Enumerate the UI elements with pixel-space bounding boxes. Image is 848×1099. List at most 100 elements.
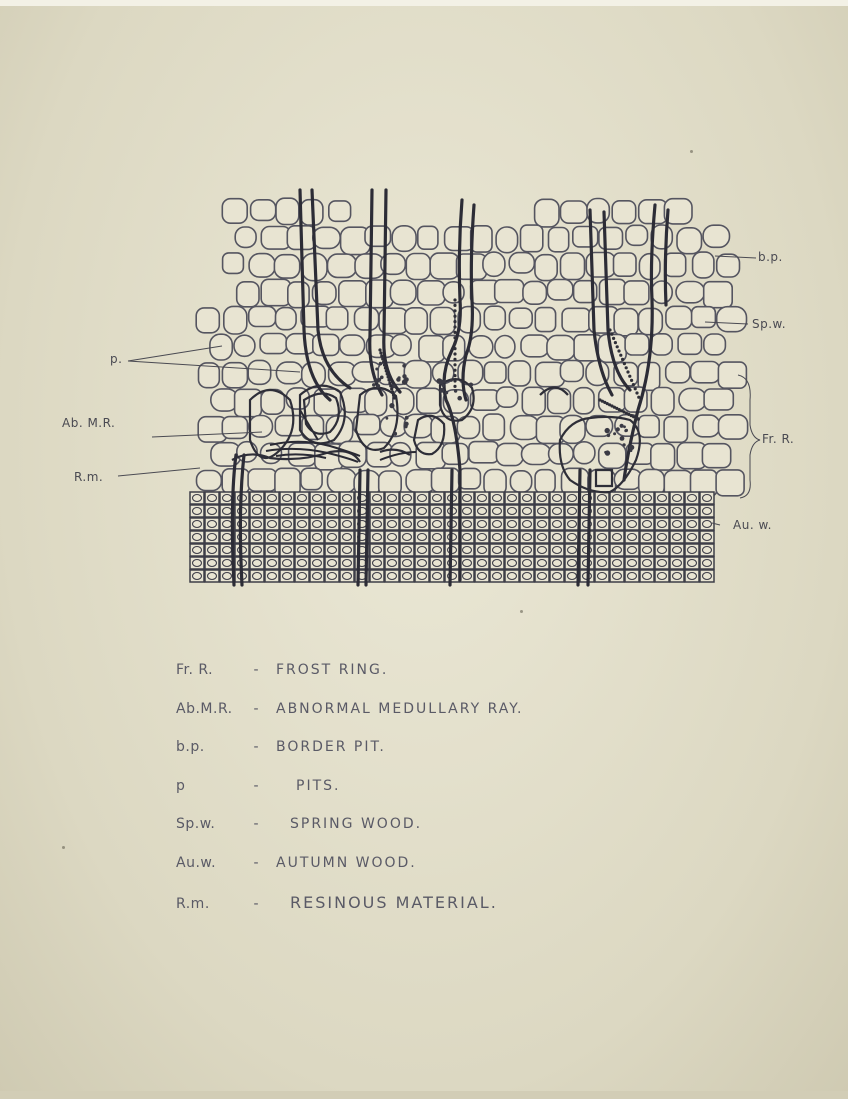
spring-wood-cell	[535, 255, 557, 281]
autumn-wood-cell	[535, 544, 549, 556]
pit-dot	[376, 384, 380, 388]
spring-wood-cell	[693, 415, 720, 437]
spring-wood-cell	[418, 226, 438, 249]
border-pit-bead	[393, 396, 396, 399]
autumn-wood-cell	[505, 570, 519, 582]
autumn-wood-cell	[295, 518, 309, 530]
autumn-wood-cell	[655, 505, 669, 517]
legend-dash: -	[236, 896, 276, 912]
legend-text: Spring Wood.	[290, 816, 422, 832]
autumn-wood-cell	[475, 544, 489, 556]
autumn-wood-cell	[655, 557, 669, 569]
autumn-wood-cell	[685, 570, 699, 582]
border-pit-bead	[453, 374, 456, 377]
autumn-wood-cell	[685, 518, 699, 530]
spring-wood-cell	[702, 444, 730, 468]
spring-wood-cell	[600, 279, 626, 304]
autumn-wood-cell	[610, 531, 624, 543]
autumn-wood-cell	[595, 531, 609, 543]
pit-dot	[469, 383, 473, 387]
autumn-wood-cell	[700, 531, 714, 543]
autumn-wood-cell	[340, 531, 354, 543]
spring-wood-cell	[717, 254, 740, 277]
autumn-wood-cell	[250, 544, 264, 556]
autumn-wood-cell	[535, 557, 549, 569]
spring-wood-cell	[432, 468, 460, 492]
spring-wood-cell	[625, 334, 649, 355]
spring-wood-cell	[651, 281, 672, 303]
autumn-wood-cell	[520, 518, 534, 530]
autumn-wood-cell	[445, 570, 459, 582]
pit-dot	[386, 417, 389, 420]
autumn-wood-cell	[205, 492, 219, 504]
autumn-wood-cell	[505, 557, 519, 569]
border-pit-bead	[387, 378, 390, 381]
autumn-wood-cell	[325, 544, 339, 556]
autumn-wood-cell	[580, 518, 594, 530]
autumn-wood-cell	[325, 557, 339, 569]
autumn-wood-cell	[190, 557, 204, 569]
autumn-wood-cell	[520, 505, 534, 517]
autumn-wood-cell	[400, 492, 414, 504]
autumn-wood-cell	[565, 544, 579, 556]
autumn-wood-cell	[490, 492, 504, 504]
spring-wood-cell	[248, 469, 276, 491]
spring-wood-cell	[237, 282, 259, 307]
spring-wood-cell	[639, 416, 660, 438]
spring-wood-cell	[651, 444, 675, 470]
spring-wood-cell	[626, 225, 648, 245]
spring-wood-cell	[419, 336, 445, 362]
autumn-wood-cell	[670, 570, 684, 582]
autumn-wood-cell	[310, 531, 324, 543]
legend-abbr: p	[176, 778, 236, 794]
border-pit-bead	[453, 320, 456, 323]
autumn-wood-cell	[520, 544, 534, 556]
autumn-wood-cell	[385, 492, 399, 504]
border-pit-bead	[379, 351, 382, 354]
legend-abbr: b.p.	[176, 739, 236, 755]
spring-wood-cell	[222, 199, 247, 224]
autumn-wood-cell	[475, 505, 489, 517]
autumn-wood-cell	[340, 505, 354, 517]
autumn-wood-cell	[400, 570, 414, 582]
autumn-wood-cell	[625, 570, 639, 582]
spring-wood-cell	[392, 226, 416, 252]
autumn-wood-cell	[670, 544, 684, 556]
spring-wood-cell	[614, 309, 638, 336]
spring-wood-cell	[404, 361, 431, 388]
autumn-wood-cell	[640, 570, 654, 582]
spring-wood-cell	[367, 442, 392, 466]
autumn-wood-cell	[430, 518, 444, 530]
legend-text: Border Pit.	[276, 739, 386, 755]
autumn-wood-cell	[250, 505, 264, 517]
autumn-wood-cell	[565, 505, 579, 517]
label-pits: p.	[110, 352, 122, 366]
paper-speck	[62, 846, 65, 849]
spring-wood-cell	[469, 336, 493, 358]
autumn-wood-cell	[310, 492, 324, 504]
autumn-wood-cell	[700, 544, 714, 556]
autumn-wood-cell	[430, 557, 444, 569]
border-pit-bead	[621, 358, 624, 361]
pit-dot	[402, 374, 406, 378]
pit-dot	[605, 428, 610, 433]
autumn-wood-cell	[280, 492, 294, 504]
autumn-wood-cell	[610, 518, 624, 530]
autumn-wood-cell	[415, 544, 429, 556]
autumn-wood-cell	[370, 531, 384, 543]
spring-wood-cell	[251, 200, 276, 221]
legend-dash: -	[236, 701, 276, 717]
spring-wood-cell	[222, 417, 247, 439]
autumn-wood-cell	[250, 557, 264, 569]
autumn-wood-cell	[205, 505, 219, 517]
spring-wood-cell	[249, 306, 276, 326]
pit-dot	[372, 383, 376, 387]
spring-wood-cell	[522, 444, 552, 465]
spring-wood-cell	[599, 443, 626, 468]
autumn-wood-cell	[625, 492, 639, 504]
autumn-wood-cell	[625, 544, 639, 556]
autumn-wood-cell	[310, 570, 324, 582]
autumn-wood-cell	[565, 518, 579, 530]
label-autumn-wood: Au. w.	[733, 518, 772, 532]
